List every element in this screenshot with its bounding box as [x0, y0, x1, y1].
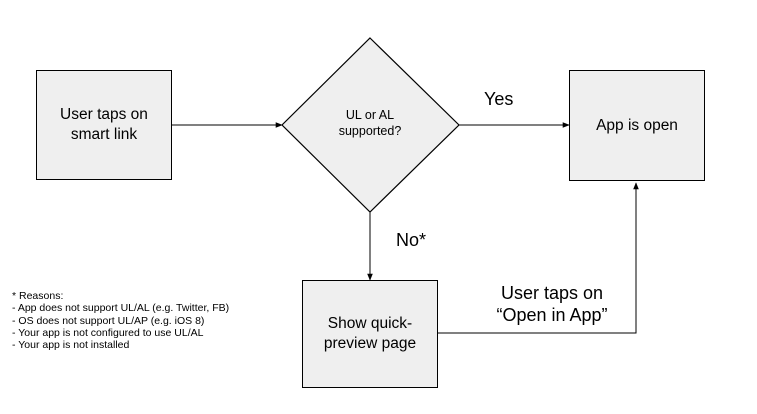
- node-start-line1: User taps on: [60, 106, 148, 123]
- edge-label-yes: Yes: [484, 89, 514, 109]
- node-decision-line1: UL or AL: [345, 108, 395, 122]
- node-start: User taps on smart link: [36, 70, 172, 180]
- node-open-label: App is open: [596, 116, 678, 134]
- edge-label-no: No*: [396, 230, 427, 250]
- reasons-note-item: - App does not support UL/AL (e.g. Twitt…: [12, 302, 230, 315]
- edge-label-tap-open-line2: “Open in App”: [496, 305, 608, 325]
- edge-label-tap-open: User taps on “Open in App”: [472, 282, 632, 326]
- edge-preview-to-open: [438, 182, 639, 334]
- reasons-note: * Reasons: - App does not support UL/AL …: [12, 290, 229, 351]
- reasons-note-item: - OS does not support UL/AP (e.g. iOS 8): [12, 314, 205, 327]
- reasons-note-item: - Your app is not configured to use UL/A…: [12, 326, 204, 339]
- node-decision-line2: supported?: [338, 124, 402, 138]
- node-preview: Show quick- preview page: [302, 280, 438, 388]
- node-start-line2: smart link: [70, 126, 138, 143]
- reasons-note-item: - Your app is not installed: [12, 339, 130, 352]
- node-decision-label: UL or AL supported?: [305, 107, 435, 139]
- edge-label-tap-open-line1: User taps on: [500, 283, 604, 303]
- node-preview-line1: Show quick-: [327, 315, 413, 332]
- node-preview-line2: preview page: [323, 335, 417, 352]
- node-open: App is open: [569, 70, 705, 181]
- reasons-note-title: * Reasons:: [12, 290, 64, 302]
